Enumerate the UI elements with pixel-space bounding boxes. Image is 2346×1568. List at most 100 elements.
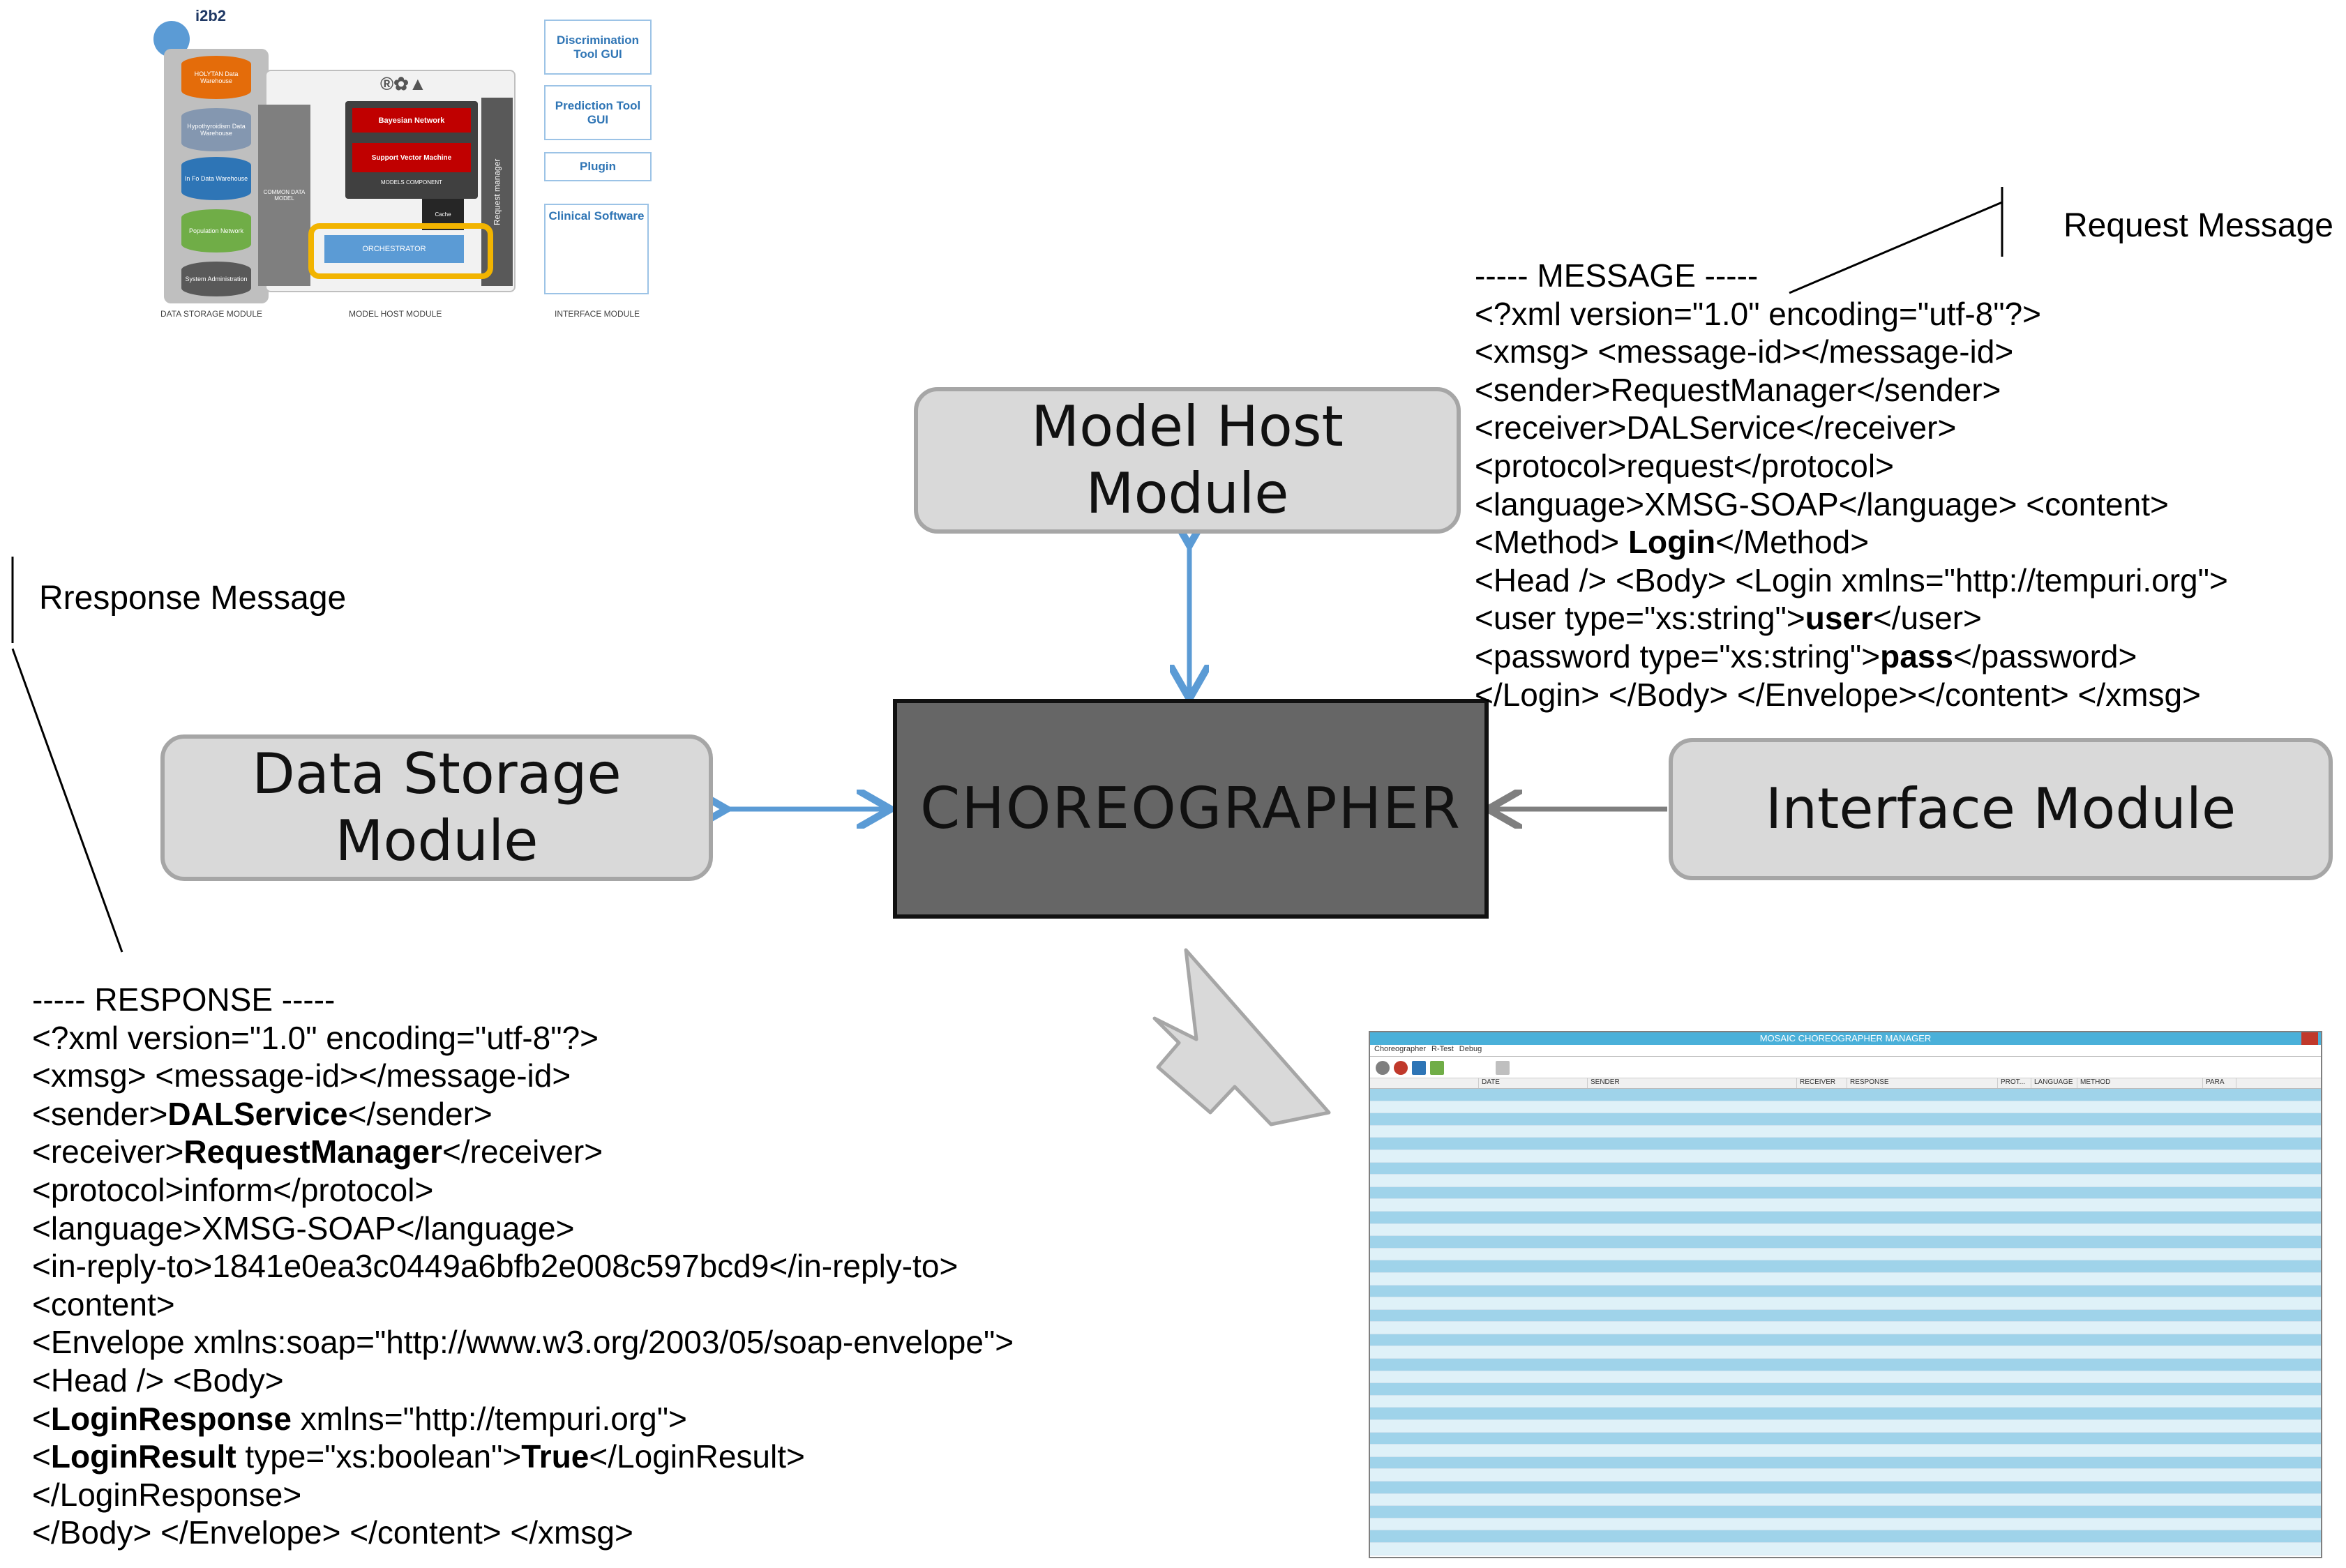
response-segment: <xmsg> <message-id></message-id> bbox=[32, 1057, 571, 1094]
clear-icon[interactable] bbox=[1430, 1061, 1444, 1075]
table-row[interactable] bbox=[1370, 1456, 2321, 1470]
column-header[interactable]: RESPONSE bbox=[1847, 1078, 1998, 1088]
table-row[interactable] bbox=[1370, 1408, 2321, 1421]
response-segment: </receiver> bbox=[442, 1133, 603, 1170]
request-line: <sender>RequestManager</sender> bbox=[1475, 371, 2228, 409]
table-row[interactable] bbox=[1370, 1211, 2321, 1224]
clinical-software: Clinical Software bbox=[544, 204, 649, 294]
table-row[interactable] bbox=[1370, 1101, 2321, 1114]
caption-model-host: MODEL HOST MODULE bbox=[349, 309, 442, 319]
storage-item-0: HOLYTAN Data Warehouse bbox=[181, 56, 251, 99]
save-icon[interactable] bbox=[1412, 1061, 1426, 1075]
table-row[interactable] bbox=[1370, 1334, 2321, 1347]
orchestrator-highlight bbox=[308, 223, 493, 279]
response-line: <in-reply-to>1841e0ea3c0449a6bfb2e008c59… bbox=[32, 1247, 1014, 1286]
table-row[interactable] bbox=[1370, 1493, 2321, 1507]
column-header[interactable]: PARA bbox=[2203, 1078, 2236, 1088]
storage-item-4: System Administration bbox=[181, 262, 251, 296]
architecture-thumbnail: i2b2 HOLYTAN Data Warehouse Hypothyroidi… bbox=[146, 7, 670, 321]
request-line: <xmsg> <message-id></message-id> bbox=[1475, 333, 2228, 371]
request-line: <protocol>request</protocol> bbox=[1475, 447, 2228, 485]
response-segment: </LoginResponse> bbox=[32, 1476, 302, 1513]
response-segment: LoginResponse bbox=[50, 1400, 292, 1437]
table-row[interactable] bbox=[1370, 1542, 2321, 1555]
table-row[interactable] bbox=[1370, 1395, 2321, 1408]
column-header[interactable] bbox=[1370, 1078, 1479, 1088]
table-row[interactable] bbox=[1370, 1260, 2321, 1273]
caption-interface: INTERFACE MODULE bbox=[555, 309, 640, 319]
response-line: <LoginResponse xmlns="http://tempuri.org… bbox=[32, 1400, 1014, 1438]
tab-choreographer[interactable]: Choreographer bbox=[1374, 1045, 1426, 1053]
column-header[interactable]: SENDER bbox=[1588, 1078, 1797, 1088]
table-row[interactable] bbox=[1370, 1297, 2321, 1310]
table-row[interactable] bbox=[1370, 1149, 2321, 1163]
choreographer-box: CHOREOGRAPHER bbox=[893, 699, 1489, 919]
table-row[interactable] bbox=[1370, 1175, 2321, 1187]
response-line: <content> bbox=[32, 1286, 1014, 1324]
table-row[interactable] bbox=[1370, 1432, 2321, 1445]
column-header[interactable]: METHOD bbox=[2077, 1078, 2203, 1088]
table-row[interactable] bbox=[1370, 1482, 2321, 1494]
tab-r-test[interactable]: R-Test bbox=[1431, 1045, 1454, 1053]
orchestrator-box: ORCHESTRATOR bbox=[324, 235, 464, 263]
response-segment: LoginResult bbox=[50, 1438, 236, 1475]
stop-icon[interactable] bbox=[1394, 1061, 1408, 1075]
response-line: <sender>DALService</sender> bbox=[32, 1095, 1014, 1133]
table-row[interactable] bbox=[1370, 1272, 2321, 1286]
choreographer-manager-window: MOSAIC CHOREOGRAPHER MANAGER Choreograph… bbox=[1369, 1031, 2322, 1558]
response-line: <protocol>inform</protocol> bbox=[32, 1171, 1014, 1209]
table-row[interactable] bbox=[1370, 1309, 2321, 1322]
table-row[interactable] bbox=[1370, 1506, 2321, 1518]
table-row[interactable] bbox=[1370, 1285, 2321, 1298]
table-row[interactable] bbox=[1370, 1445, 2321, 1457]
request-segment: <xmsg> <message-id></message-id> bbox=[1475, 333, 2014, 370]
table-row[interactable] bbox=[1370, 1248, 2321, 1261]
storage-item-1: Hypothyroidism Data Warehouse bbox=[181, 108, 251, 151]
table-row[interactable] bbox=[1370, 1186, 2321, 1200]
request-segment: <Method> bbox=[1475, 524, 1628, 561]
table-row[interactable] bbox=[1370, 1530, 2321, 1543]
table-row[interactable] bbox=[1370, 1322, 2321, 1334]
table-row[interactable] bbox=[1370, 1162, 2321, 1175]
i2b2-logo: i2b2 bbox=[195, 7, 227, 24]
request-segment: <protocol>request</protocol> bbox=[1475, 447, 1894, 484]
record-icon[interactable] bbox=[1376, 1061, 1390, 1075]
column-header[interactable]: DATE bbox=[1479, 1078, 1588, 1088]
request-segment: pass bbox=[1880, 638, 1953, 674]
table-row[interactable] bbox=[1370, 1223, 2321, 1237]
table-row[interactable] bbox=[1370, 1518, 2321, 1531]
response-message-block: ----- RESPONSE -----<?xml version="1.0" … bbox=[32, 981, 1014, 1552]
column-header[interactable]: PROT... bbox=[1998, 1078, 2031, 1088]
storage-item-2: In Fo Data Warehouse bbox=[181, 157, 251, 200]
response-segment: </Body> </Envelope> </content> </xmsg> bbox=[32, 1514, 633, 1551]
table-row[interactable] bbox=[1370, 1371, 2321, 1384]
table-row[interactable] bbox=[1370, 1089, 2321, 1101]
table-row[interactable] bbox=[1370, 1199, 2321, 1212]
column-header[interactable]: LANGUAGE bbox=[2031, 1078, 2077, 1088]
request-line: </Login> </Body> </Envelope></content> <… bbox=[1475, 676, 2228, 714]
close-icon[interactable] bbox=[2301, 1032, 2318, 1045]
export-icon[interactable] bbox=[1496, 1061, 1510, 1075]
table-body bbox=[1370, 1089, 2321, 1555]
table-row[interactable] bbox=[1370, 1138, 2321, 1150]
table-row[interactable] bbox=[1370, 1346, 2321, 1359]
request-segment: Login bbox=[1627, 524, 1716, 561]
table-row[interactable] bbox=[1370, 1383, 2321, 1396]
table-row[interactable] bbox=[1370, 1359, 2321, 1371]
table-row[interactable] bbox=[1370, 1420, 2321, 1433]
request-line: <?xml version="1.0" encoding="utf-8"?> bbox=[1475, 295, 2228, 333]
table-row[interactable] bbox=[1370, 1113, 2321, 1126]
table-row[interactable] bbox=[1370, 1469, 2321, 1482]
request-line: <Head /> <Body> <Login xmlns="http://tem… bbox=[1475, 561, 2228, 600]
column-header[interactable]: RECEIVER bbox=[1797, 1078, 1847, 1088]
response-segment: </LoginResult> bbox=[589, 1438, 805, 1475]
request-segment: <receiver>DALService</receiver> bbox=[1475, 409, 1957, 446]
tab-debug[interactable]: Debug bbox=[1459, 1045, 1482, 1053]
request-line: <password type="xs:string">pass</passwor… bbox=[1475, 638, 2228, 676]
table-row[interactable] bbox=[1370, 1236, 2321, 1249]
table-row[interactable] bbox=[1370, 1125, 2321, 1138]
interface-module-label: Interface Module bbox=[1765, 776, 2236, 841]
request-segment: </Method> bbox=[1715, 524, 1870, 561]
request-line: <receiver>DALService</receiver> bbox=[1475, 409, 2228, 447]
response-line: <Envelope xmlns:soap="http://www.w3.org/… bbox=[32, 1323, 1014, 1362]
